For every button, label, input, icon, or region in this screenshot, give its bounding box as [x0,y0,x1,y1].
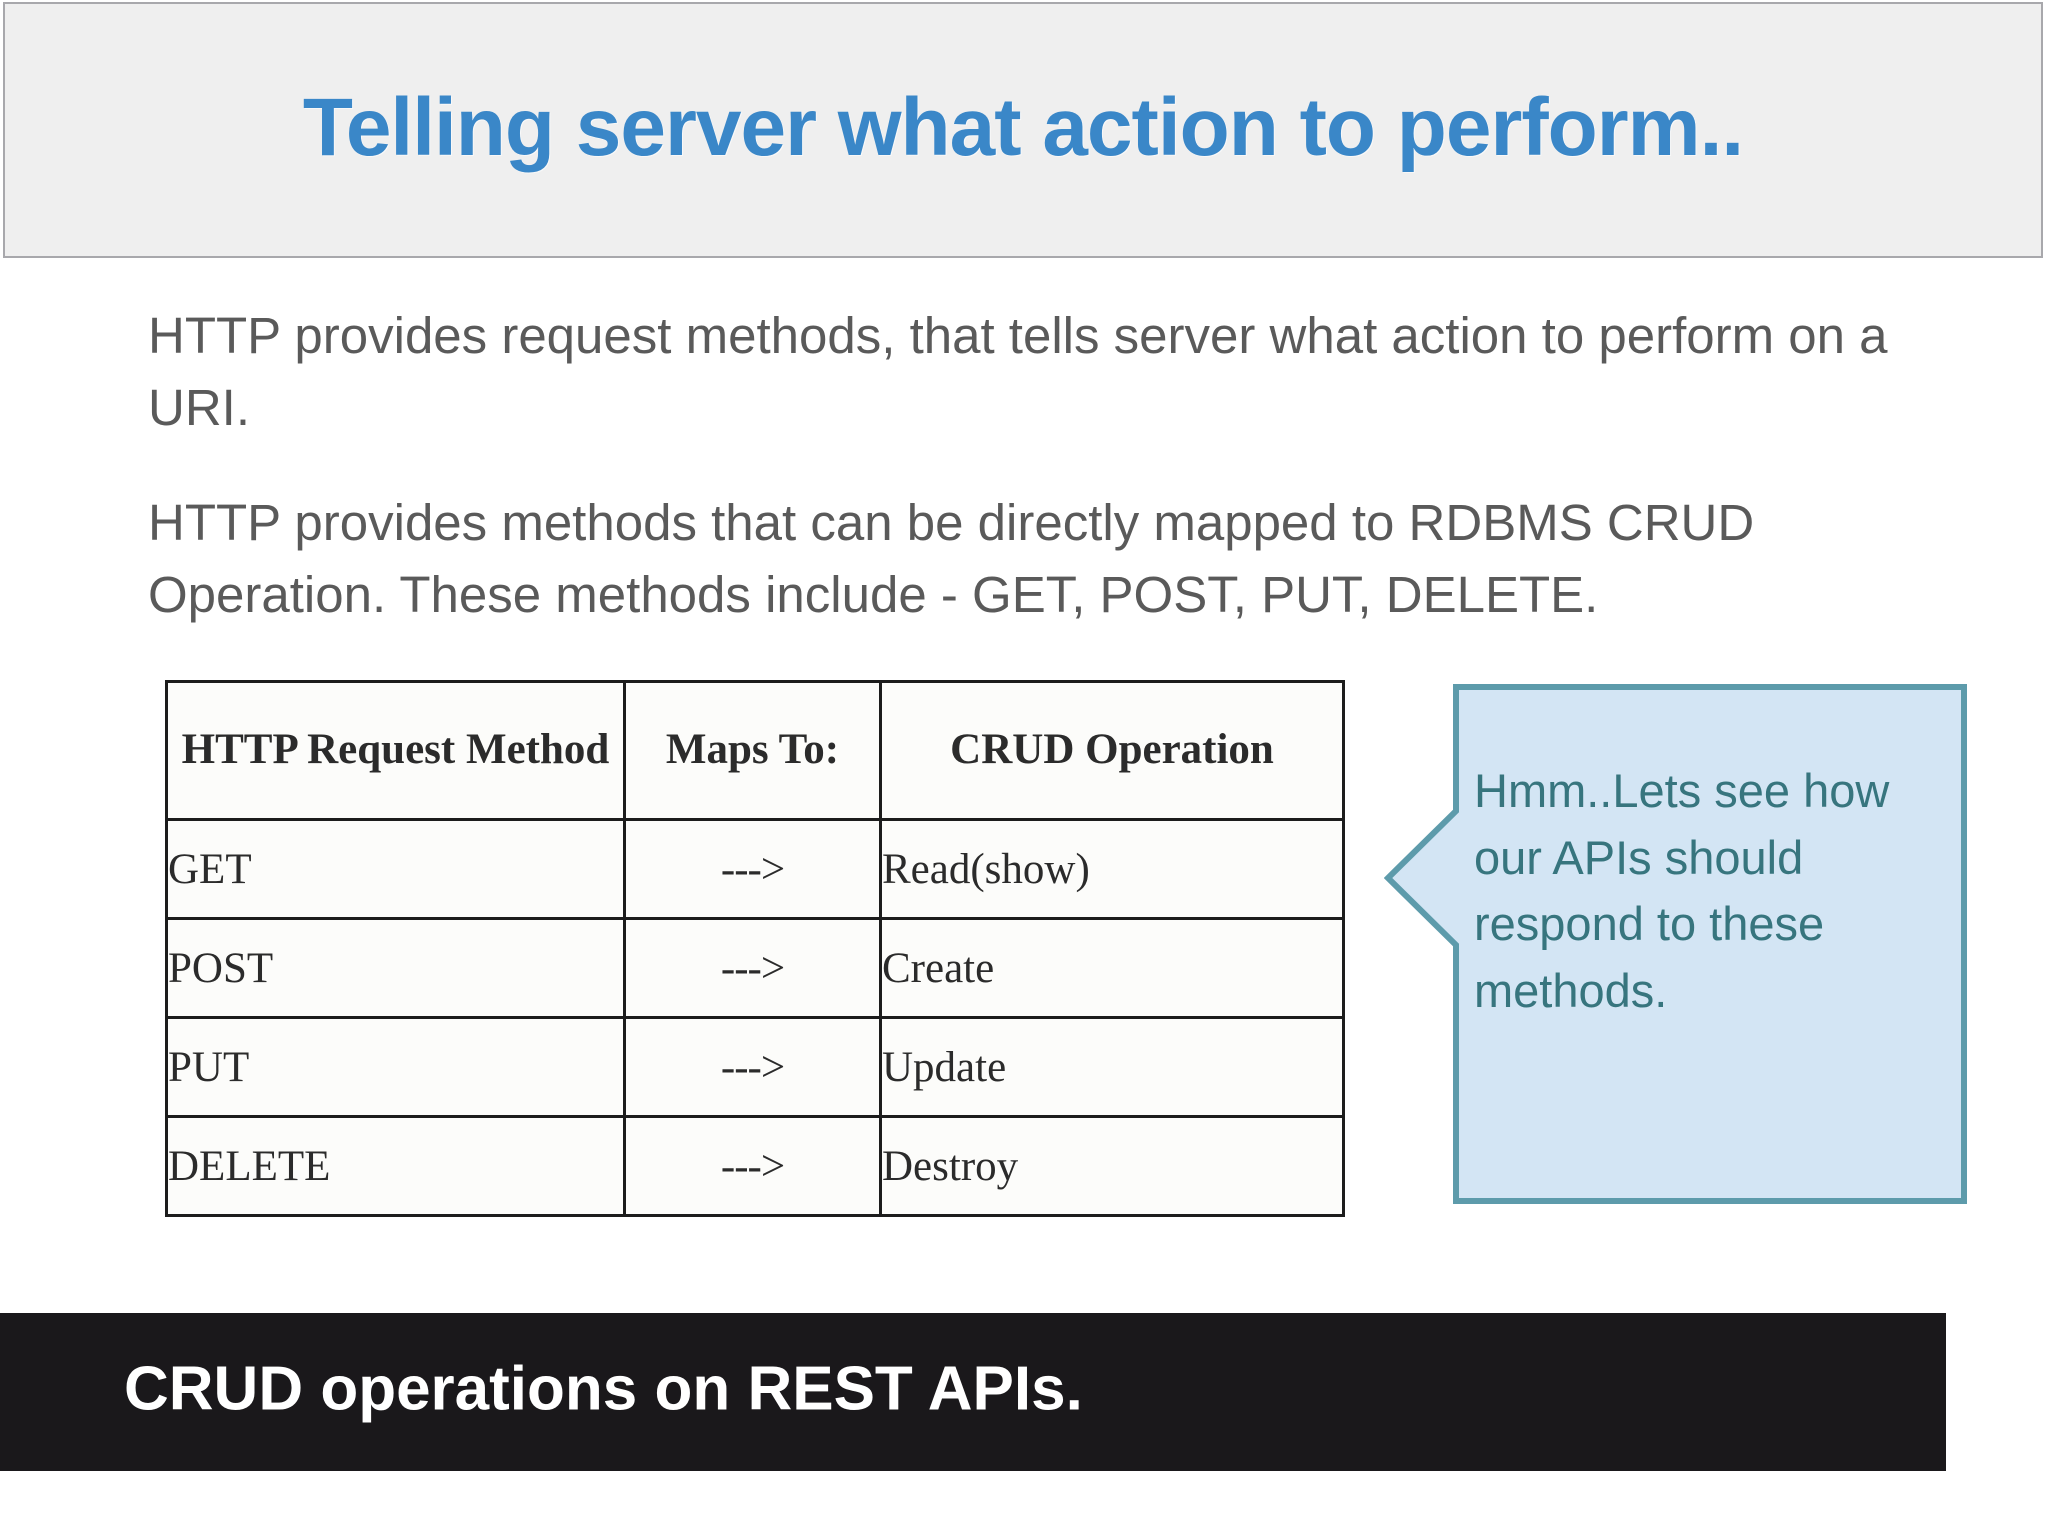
arrow-icon: ---> [623,1016,882,1118]
body-paragraph-1: HTTP provides request methods, that tell… [148,307,1888,437]
cell-crud-create: Create [879,917,1345,1019]
slide-header-band: Telling server what action to perform.. [3,2,2043,258]
column-header-crud-operation: CRUD Operation [879,680,1345,821]
http-crud-mapping-table: HTTP Request Method Maps To: CRUD Operat… [165,680,1345,1217]
arrow-icon: ---> [623,1115,882,1217]
cell-crud-update: Update [879,1016,1345,1118]
cell-crud-read: Read(show) [879,818,1345,920]
callout-shape-icon [1384,684,1967,1204]
table-row: POST ---> Create [165,917,1345,1019]
body-text-block: HTTP provides request methods, that tell… [148,300,1948,632]
table-row: DELETE ---> Destroy [165,1115,1345,1217]
footer-banner: CRUD operations on REST APIs. [0,1313,1946,1471]
cell-method-put: PUT [165,1016,626,1118]
arrow-icon: ---> [623,917,882,1019]
cell-method-delete: DELETE [165,1115,626,1217]
column-header-maps-to: Maps To: [623,680,882,821]
footer-caption: CRUD operations on REST APIs. [124,1354,1083,1424]
table-row: PUT ---> Update [165,1016,1345,1118]
body-paragraph-2: HTTP provides methods that can be direct… [148,493,1755,624]
table-row: GET ---> Read(show) [165,818,1345,920]
cell-method-post: POST [165,917,626,1019]
speech-callout: Hmm..Lets see how our APIs should respon… [1384,683,1968,1205]
cell-method-get: GET [165,818,626,920]
arrow-icon: ---> [623,818,882,920]
page-title: Telling server what action to perform.. [302,82,1744,174]
column-header-http-request-method: HTTP Request Method [165,680,626,821]
cell-crud-destroy: Destroy [879,1115,1345,1217]
callout-text: Hmm..Lets see how our APIs should respon… [1474,764,1890,1018]
table-header-row: HTTP Request Method Maps To: CRUD Operat… [165,680,1345,821]
